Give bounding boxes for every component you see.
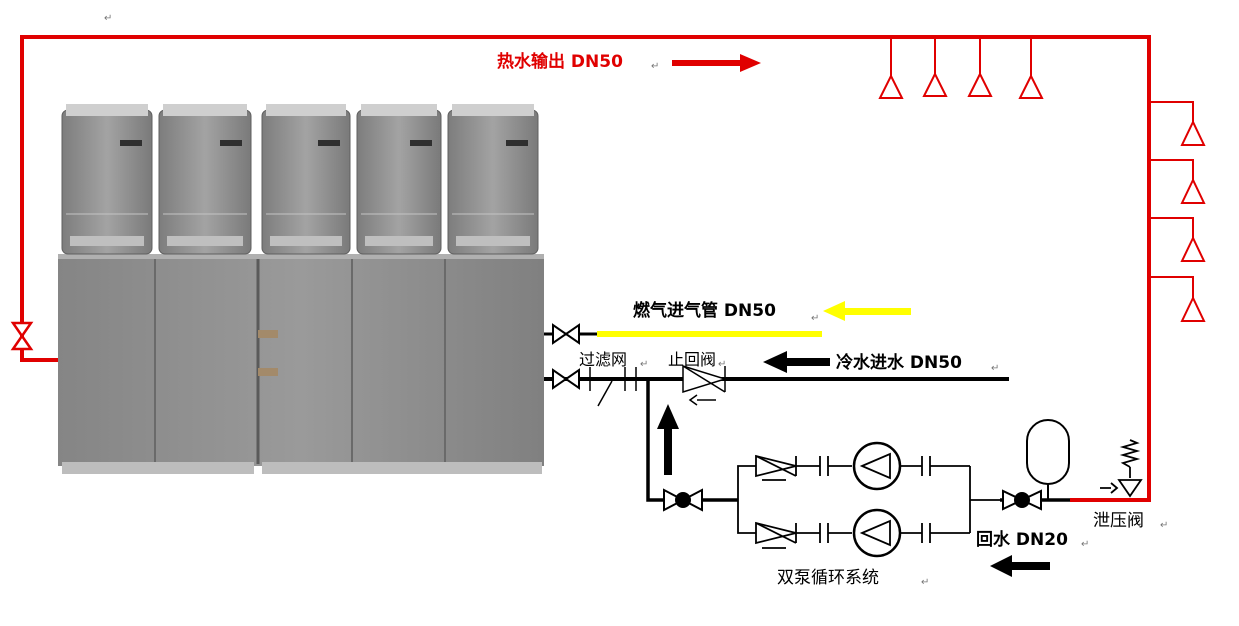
heater-unit-5 bbox=[447, 104, 539, 255]
gas-inlet-label: 燃气进气管 DN50 bbox=[633, 301, 776, 321]
paragraph-mark: ↵ bbox=[1081, 539, 1090, 550]
hot-outlet-valve-icon bbox=[10, 321, 34, 351]
check-valve-icon bbox=[682, 364, 728, 406]
return-valve-icon bbox=[1002, 489, 1042, 511]
check-valve-label: 止回阀 bbox=[668, 350, 717, 369]
ceiling-outlets bbox=[878, 37, 1044, 99]
relief-valve-label: 泄压阀 bbox=[1093, 511, 1144, 531]
heater-unit-3 bbox=[261, 104, 351, 255]
cold-water-valve-icon bbox=[552, 368, 580, 390]
pump-manifold bbox=[737, 465, 1000, 534]
pump-upper bbox=[755, 441, 970, 491]
gas-flow-arrow bbox=[823, 301, 911, 321]
cold-water-flow-arrow bbox=[763, 351, 830, 373]
paragraph-mark: ↵ bbox=[718, 359, 727, 370]
heater-unit-4 bbox=[356, 104, 442, 255]
water-heater-bank bbox=[58, 104, 544, 474]
hot-water-flow-arrow bbox=[672, 54, 761, 72]
paragraph-mark: ↵ bbox=[991, 363, 1000, 374]
hot-water-output-pipe bbox=[20, 35, 1151, 502]
return-flow-arrow bbox=[990, 555, 1050, 577]
expansion-tank-icon bbox=[1026, 419, 1070, 500]
hot-water-output-label: 热水输出 DN50 bbox=[497, 52, 623, 72]
dual-pump-system-label: 双泵循环系统 bbox=[777, 568, 879, 588]
paragraph-mark: ↵ bbox=[1160, 520, 1169, 531]
heater-unit-1 bbox=[61, 104, 153, 255]
paragraph-mark: ↵ bbox=[104, 13, 113, 24]
paragraph-mark: ↵ bbox=[651, 61, 660, 72]
paragraph-mark: ↵ bbox=[921, 577, 930, 588]
paragraph-mark: ↵ bbox=[640, 359, 649, 370]
return-water-label: 回水 DN20 bbox=[976, 530, 1068, 550]
gas-valve-icon bbox=[552, 323, 580, 345]
paragraph-mark: ↵ bbox=[811, 313, 820, 324]
filter-label: 过滤网 bbox=[579, 350, 628, 369]
heater-unit-2 bbox=[158, 104, 252, 255]
side-outlets bbox=[1149, 101, 1206, 322]
filter-icon bbox=[589, 367, 637, 407]
return-isolation-valve-icon bbox=[663, 488, 703, 512]
cold-water-inlet-label: 冷水进水 DN50 bbox=[836, 353, 962, 373]
up-flow-arrow bbox=[657, 404, 679, 475]
pressure-relief-valve-icon bbox=[1100, 439, 1143, 498]
pump-lower bbox=[755, 508, 970, 558]
